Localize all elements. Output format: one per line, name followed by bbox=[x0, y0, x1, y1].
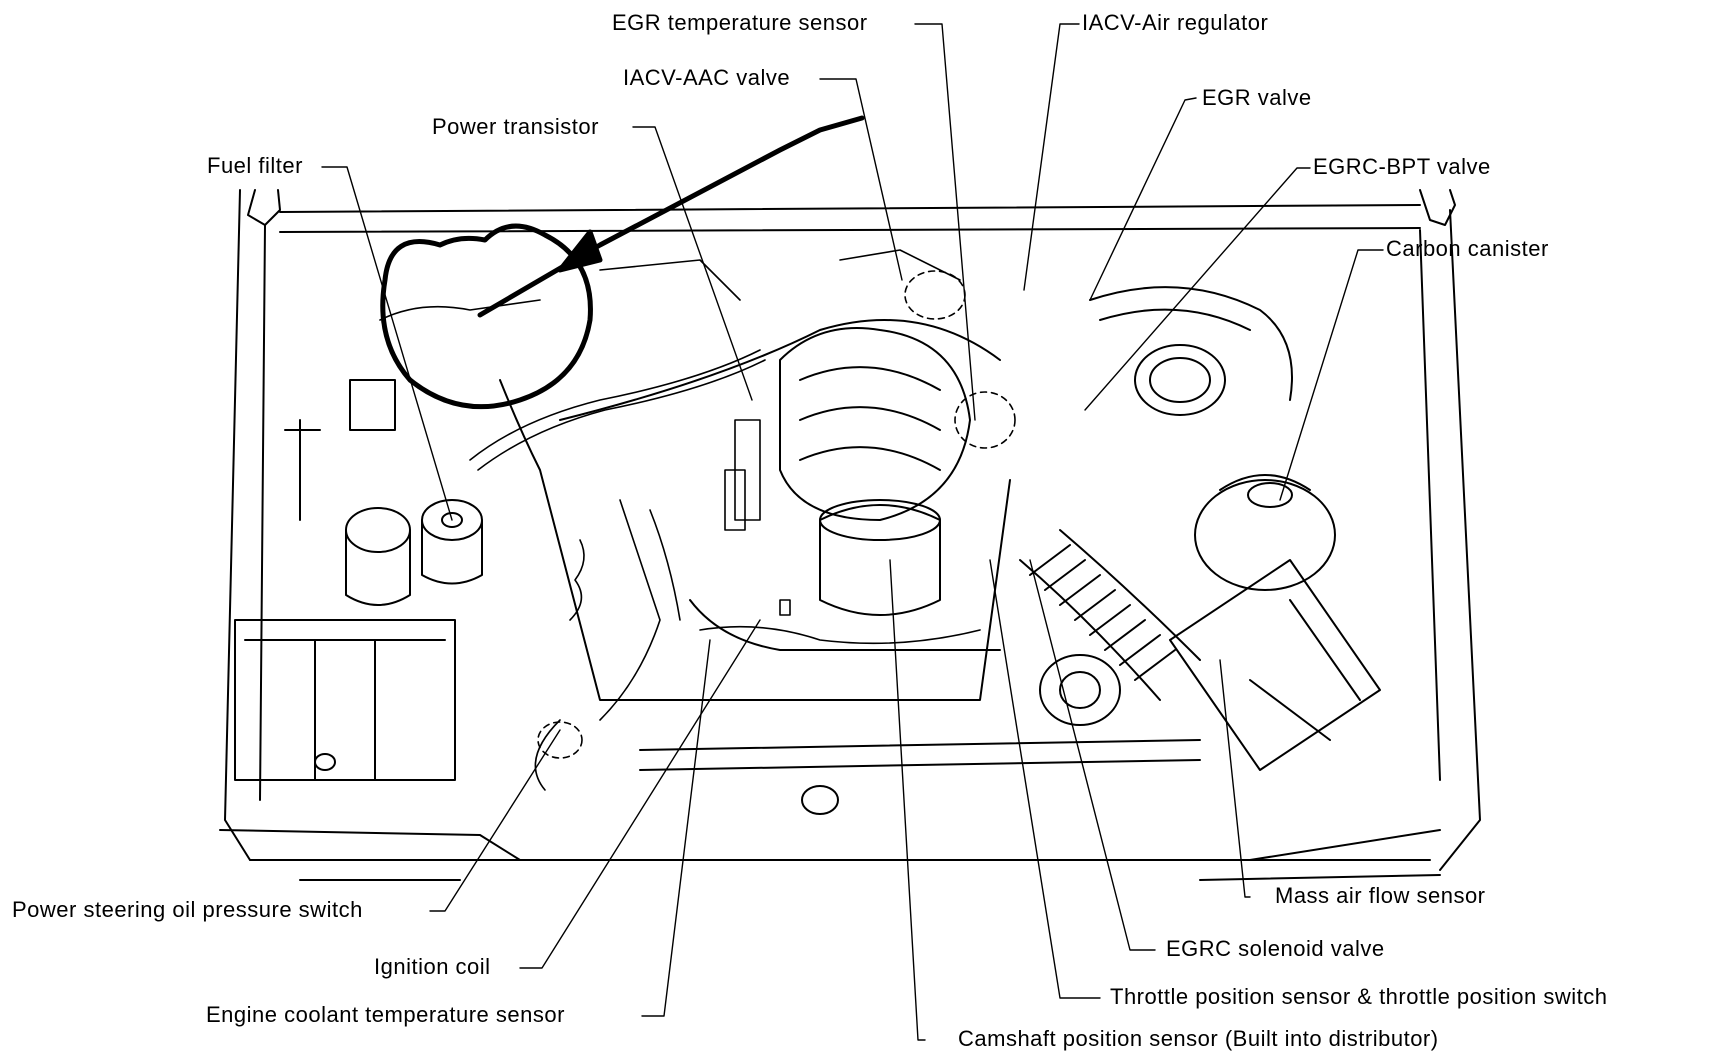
label-egrc-bpt-valve: EGRC-BPT valve bbox=[1313, 154, 1491, 179]
label-engine-coolant-temperature-sensor: Engine coolant temperature sensor bbox=[206, 1002, 565, 1027]
label-egr-valve: EGR valve bbox=[1202, 85, 1312, 110]
engine-block bbox=[499, 319, 1201, 815]
label-camshaft-position-sensor: Camshaft position sensor (Built into dis… bbox=[958, 1026, 1439, 1051]
intake-duct bbox=[1019, 286, 1381, 771]
body-outline bbox=[219, 189, 1481, 881]
label-mass-air-flow-sensor: Mass air flow sensor bbox=[1275, 883, 1486, 908]
highlight-circle bbox=[380, 223, 593, 410]
wiring-harness bbox=[379, 249, 1016, 791]
label-power-steering-switch: Power steering oil pressure switch bbox=[12, 897, 363, 922]
label-carbon-canister: Carbon canister bbox=[1386, 236, 1549, 261]
label-ignition-coil: Ignition coil bbox=[374, 954, 491, 979]
label-power-transistor: Power transistor bbox=[432, 114, 599, 139]
label-throttle-position-sensor: Throttle position sensor & throttle posi… bbox=[1110, 984, 1608, 1009]
label-iacv-aac-valve: IACV-AAC valve bbox=[623, 65, 791, 90]
label-fuel-filter: Fuel filter bbox=[207, 153, 303, 178]
label-egr-temperature-sensor: EGR temperature sensor bbox=[612, 10, 868, 35]
label-egrc-solenoid-valve: EGRC solenoid valve bbox=[1166, 936, 1385, 961]
highlight-arrow bbox=[477, 115, 865, 318]
battery bbox=[234, 619, 456, 781]
label-iacv-air-regulator: IACV-Air regulator bbox=[1082, 10, 1269, 35]
highlight-annotation bbox=[380, 115, 865, 410]
leader-lines bbox=[321, 23, 1384, 1041]
reservoirs bbox=[284, 379, 483, 606]
